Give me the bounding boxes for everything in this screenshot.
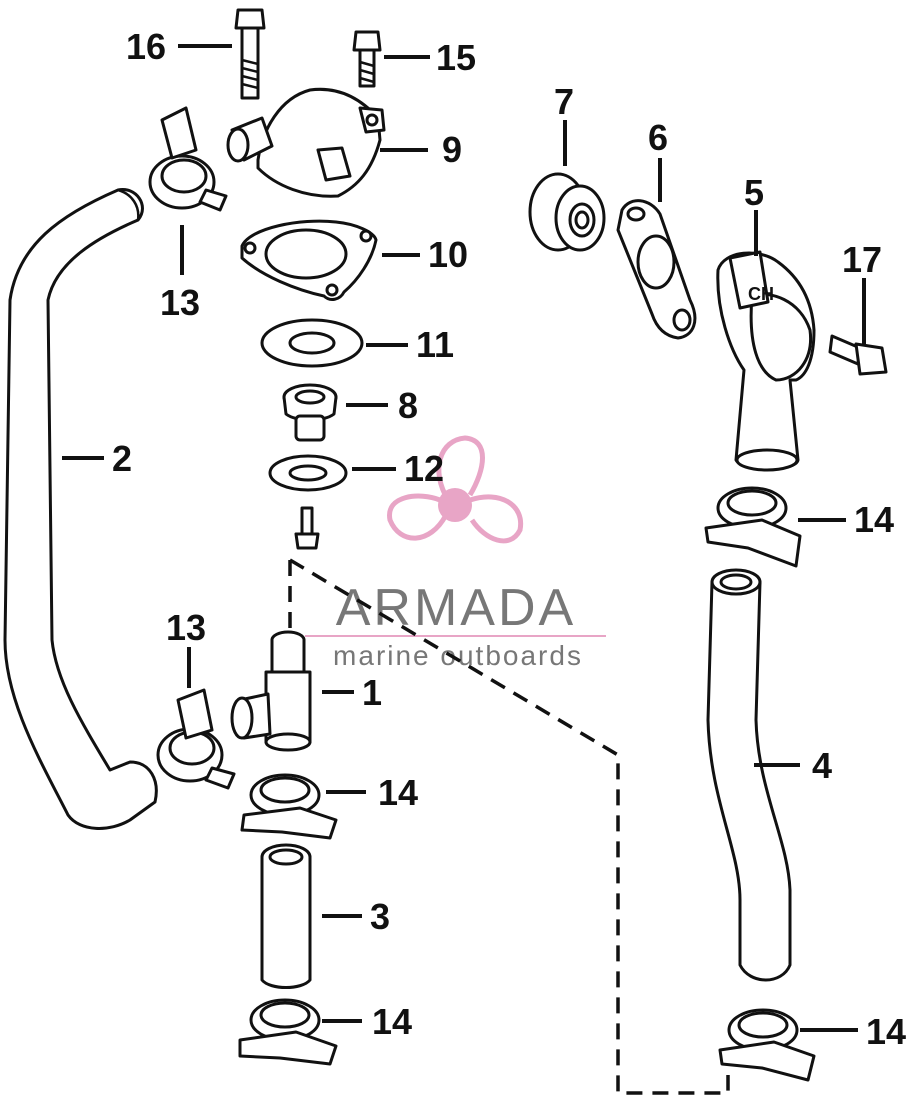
bolt-part-17: [828, 334, 888, 376]
thermostat-part-8: [282, 383, 338, 442]
callout-17: 17: [842, 239, 882, 280]
brand-name: ARMADA: [336, 579, 576, 637]
callout-9: 9: [442, 129, 462, 170]
gasket-part-6: [616, 199, 697, 340]
callout-1: 1: [362, 672, 382, 713]
callout-3: 3: [370, 896, 390, 937]
hose-clamp-part-13-lower: [156, 688, 236, 790]
washer-part-12: [268, 454, 348, 492]
callout-13-lower: 13: [166, 607, 206, 648]
elbow-housing-part-5: CH: [716, 250, 816, 472]
callout-13-upper: 13: [160, 282, 200, 323]
callout-14-c: 14: [854, 499, 894, 540]
spring-clamp-part-14-c: [704, 486, 802, 568]
propeller-icon: [387, 435, 524, 544]
dashed-route-line: [288, 558, 730, 1095]
hose-clamp-part-13-upper: [148, 106, 228, 212]
callout-15: 15: [436, 37, 476, 78]
svg-text:CH: CH: [748, 284, 774, 304]
leader-lines: [62, 44, 866, 1032]
thermostat-cover-part-9: [226, 87, 386, 198]
hose-part-2: [3, 188, 158, 830]
gasket-part-10: [240, 219, 378, 301]
callout-2: 2: [112, 438, 132, 479]
small-fitting: [294, 506, 320, 550]
short-hose-part-3: [260, 843, 312, 989]
callout-11: 11: [416, 324, 454, 365]
callout-10: 10: [428, 234, 468, 275]
callout-4: 4: [812, 745, 832, 786]
spring-clamp-part-14-d: [718, 1008, 816, 1082]
spring-clamp-part-14-b: [238, 998, 338, 1066]
spring-clamp-part-14-a: [240, 773, 338, 840]
bent-hose-part-4: [706, 568, 792, 982]
callout-14-a: 14: [378, 772, 418, 813]
brand-tagline: marine outboards: [333, 640, 583, 671]
callout-labels: 16 15 9 10 11 8 12 13 13 2 1 14 3 14 7 6…: [112, 26, 906, 1052]
tee-fitting-part-1: [230, 630, 312, 752]
callout-16: 16: [126, 26, 166, 67]
callout-8: 8: [398, 385, 418, 426]
callout-14-b: 14: [372, 1001, 412, 1042]
bolt-part-15: [352, 30, 382, 88]
callout-14-d: 14: [866, 1011, 906, 1052]
bolt-part-16: [234, 8, 266, 100]
cap-part-7: [528, 172, 606, 252]
callout-7: 7: [554, 81, 574, 122]
callout-12: 12: [404, 448, 444, 489]
washer-part-11: [260, 318, 364, 368]
callout-6: 6: [648, 117, 668, 158]
callout-5: 5: [744, 172, 764, 213]
watermark: ARMADA marine outboards: [305, 435, 606, 671]
